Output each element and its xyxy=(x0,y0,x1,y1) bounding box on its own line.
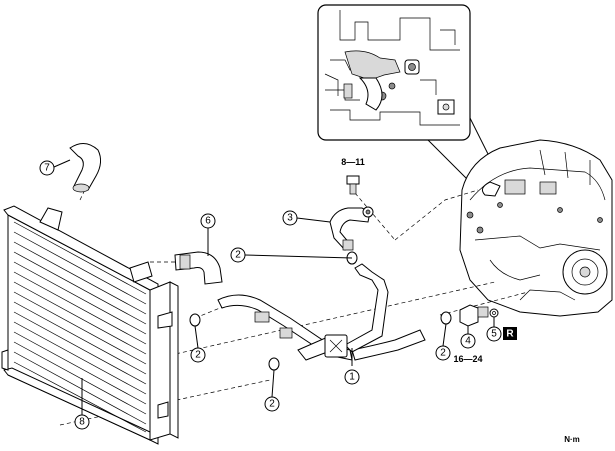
svg-text:4: 4 xyxy=(465,336,471,347)
callout-8: 8 xyxy=(74,414,90,430)
fitting-4 xyxy=(459,304,489,327)
leader-lines xyxy=(53,159,495,415)
callout-2-left: 2 xyxy=(190,347,206,363)
washer-5 xyxy=(489,308,499,318)
callout-2-mid: 2 xyxy=(230,247,246,263)
hose-6 xyxy=(174,251,223,285)
callout-3: 3 xyxy=(282,210,298,226)
svg-text:5: 5 xyxy=(491,329,497,340)
oil-pipe-assembly xyxy=(217,263,426,361)
torque-spec-fitting: 16—24 xyxy=(453,354,482,364)
svg-text:2: 2 xyxy=(440,348,446,359)
callout-5: 5 xyxy=(486,326,502,342)
svg-text:R: R xyxy=(506,329,514,340)
radiator xyxy=(1,205,179,445)
svg-text:3: 3 xyxy=(287,213,293,224)
svg-text:2: 2 xyxy=(195,350,201,361)
callout-2-bottom: 2 xyxy=(264,396,280,412)
hose-3 xyxy=(329,206,374,251)
callout-1: 1 xyxy=(344,369,360,385)
svg-text:7: 7 xyxy=(44,163,50,174)
svg-text:8: 8 xyxy=(79,417,85,428)
callout-6: 6 xyxy=(200,213,216,229)
clamp-2-left xyxy=(189,313,201,327)
hose-7 xyxy=(69,143,102,193)
svg-text:6: 6 xyxy=(205,216,211,227)
detail-inset xyxy=(317,4,471,141)
unit-label: N·m xyxy=(564,435,580,444)
replace-badge: R xyxy=(503,327,517,340)
svg-text:1: 1 xyxy=(349,372,355,383)
clamp-2-bottom xyxy=(268,357,280,371)
callout-2-right: 2 xyxy=(435,345,451,361)
svg-text:2: 2 xyxy=(235,250,241,261)
clamp-2-right xyxy=(440,311,452,325)
svg-text:2: 2 xyxy=(269,399,275,410)
transmission-assembly xyxy=(459,139,613,317)
callout-7: 7 xyxy=(39,160,55,176)
bolt-top xyxy=(346,175,360,195)
callout-4: 4 xyxy=(460,333,476,349)
torque-spec-bolt: 8—11 xyxy=(341,157,365,167)
